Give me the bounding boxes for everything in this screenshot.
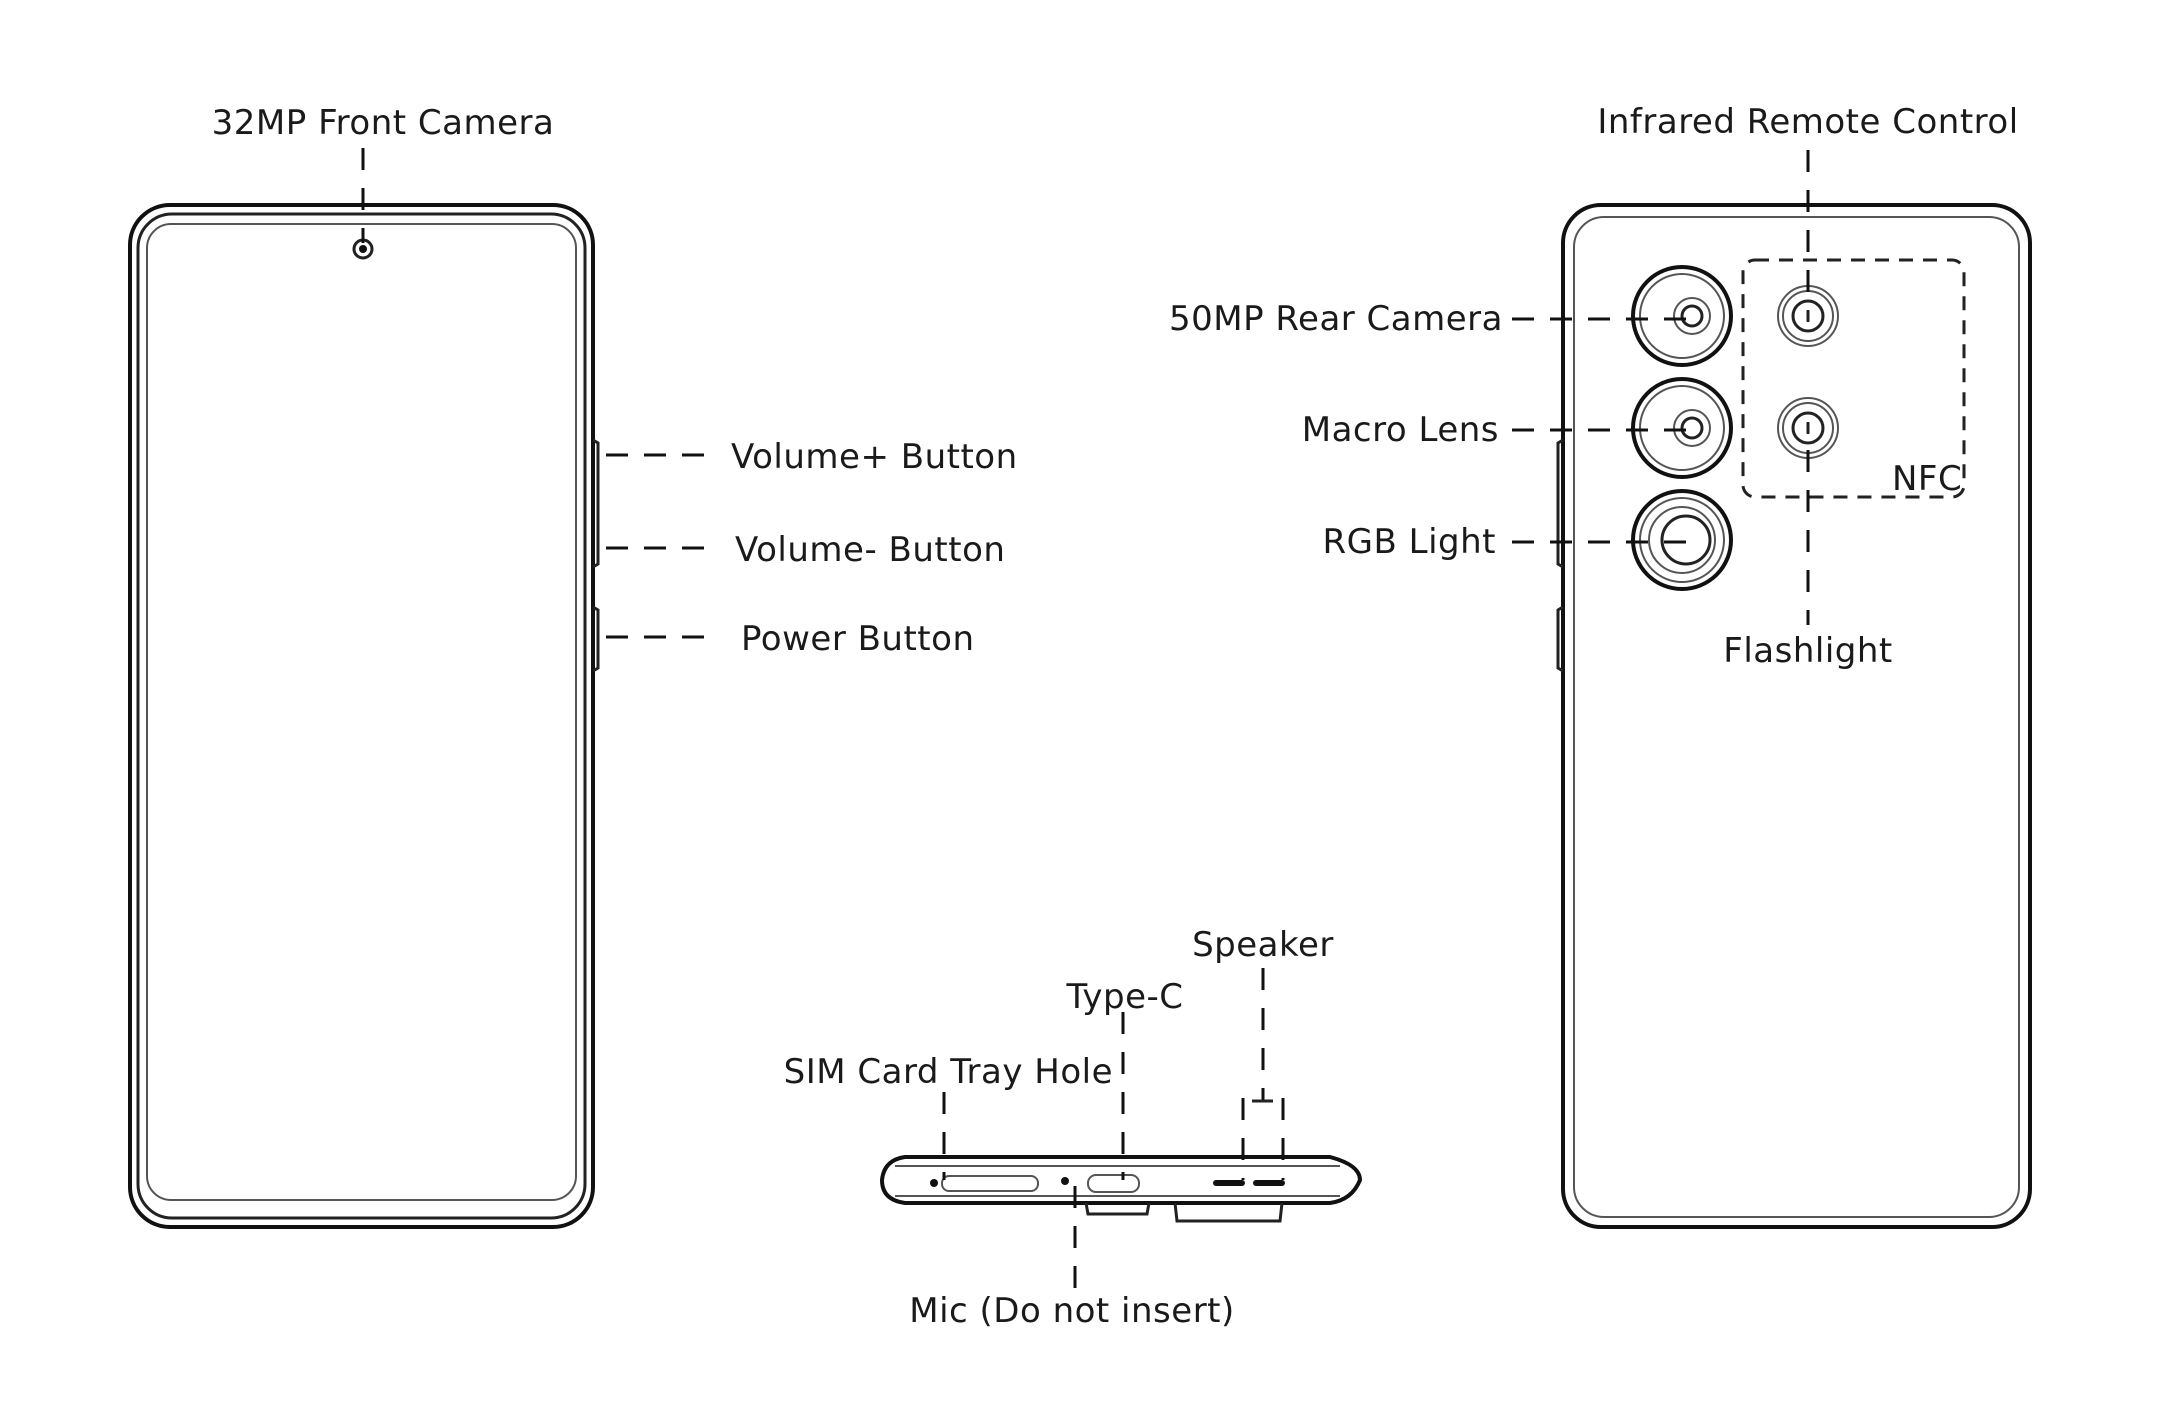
mic-hole-icon [1061, 1177, 1069, 1185]
rear-phone-body [1561, 203, 2032, 1229]
front-phone-frame [136, 212, 587, 1220]
nfc-label: NFC [1892, 459, 1962, 499]
bottom-tab-left [1084, 1202, 1151, 1216]
speaker-label: Speaker [1192, 925, 1334, 965]
flashlight-icon [1777, 397, 1839, 459]
mic-label: Mic (Do not insert) [909, 1291, 1235, 1331]
infrared-label: Infrared Remote Control [1597, 102, 2018, 142]
sim-tray-slot [941, 1175, 1039, 1192]
front-camera-lens [359, 245, 367, 253]
bottom-tab-right [1173, 1202, 1284, 1223]
macro-lens-icon [1631, 377, 1733, 479]
power-label: Power Button [741, 619, 975, 659]
power-button [592, 605, 600, 673]
speaker-grille-right [1253, 1180, 1285, 1186]
bottom-edge-body [879, 1155, 1363, 1205]
front-view: 32MP Front Camera Volume+ Button Volume-… [128, 103, 1018, 1229]
rear-power-button [1556, 605, 1564, 673]
volume-down-label: Volume- Button [735, 530, 1005, 570]
bottom-view: Speaker Type-C SIM Card Tray Hole Mic (D… [784, 925, 1363, 1331]
volume-button [592, 438, 600, 569]
front-phone-screen [146, 223, 577, 1201]
front-phone-body [128, 203, 595, 1229]
volume-up-label: Volume+ Button [731, 437, 1018, 477]
rear-view: NFC Infrared Remote Control 50MP Rear Ca… [1169, 102, 2032, 1229]
rear-phone-frame [1573, 216, 2020, 1218]
infrared-sensor-icon [1777, 285, 1839, 347]
type-c-port-icon [1087, 1174, 1140, 1193]
sim-tray-hole-icon [930, 1179, 938, 1187]
rgb-light-label: RGB Light [1323, 522, 1496, 562]
rear-volume-button [1556, 438, 1564, 569]
nfc-area [1741, 258, 1966, 499]
front-camera-label: 32MP Front Camera [212, 103, 555, 143]
type-c-label: Type-C [1065, 977, 1183, 1017]
rear-camera-label: 50MP Rear Camera [1169, 299, 1503, 339]
speaker-grille-left [1213, 1180, 1245, 1186]
rear-camera-icon [1631, 265, 1733, 367]
rgb-light-icon [1631, 489, 1733, 591]
sim-tray-label: SIM Card Tray Hole [784, 1052, 1113, 1092]
macro-lens-label: Macro Lens [1302, 410, 1499, 450]
flashlight-label: Flashlight [1723, 631, 1892, 671]
